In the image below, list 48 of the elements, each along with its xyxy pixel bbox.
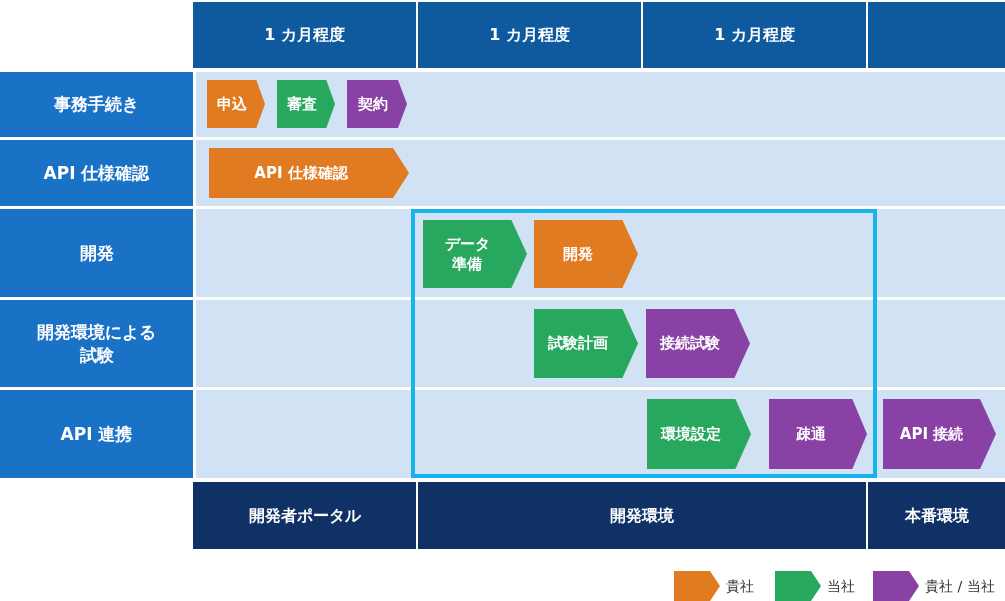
- row-header: [0, 72, 193, 137]
- row-header: [0, 209, 193, 297]
- task-label: 契約: [357, 93, 388, 115]
- task-block: [646, 309, 750, 378]
- header-text: 1 カ月程度: [489, 24, 570, 46]
- column-header: [643, 2, 866, 68]
- task-label: 試験計画: [548, 333, 609, 354]
- task-block: [277, 80, 335, 128]
- environment-label: [193, 482, 416, 549]
- column-header: [193, 2, 416, 68]
- row-header: [0, 300, 193, 387]
- header-text: 開発環境による試験: [36, 320, 157, 367]
- task-block: [769, 399, 867, 469]
- header-text: 開発者ポータル: [248, 504, 361, 527]
- header-text: 本番環境: [904, 504, 969, 527]
- task-block: [534, 220, 638, 288]
- row-header: [0, 140, 193, 206]
- environment-label: [418, 482, 866, 549]
- legend-label: 貴社 / 当社: [925, 577, 995, 596]
- row-header: [0, 390, 193, 478]
- task-label: 開発: [563, 243, 594, 265]
- legend-label: 当社: [827, 577, 855, 596]
- column-header: [418, 2, 641, 68]
- header-text: 1 カ月程度: [264, 24, 345, 46]
- task-label: データ準備: [443, 233, 491, 275]
- header-text: 1 カ月程度: [714, 24, 795, 46]
- header-text: API 連携: [60, 422, 133, 446]
- environment-label: [868, 482, 1005, 549]
- header-text: API 仕様確認: [43, 161, 150, 185]
- legend-label: 貴社: [726, 577, 754, 596]
- header-text: 事務手続き: [54, 93, 139, 116]
- task-block: [207, 80, 265, 128]
- task-block: [423, 220, 527, 288]
- task-block: [883, 399, 996, 469]
- task-label: API 接続: [899, 423, 964, 445]
- task-label: 審査: [286, 93, 317, 115]
- task-block: [534, 309, 638, 378]
- task-label: 接続試験: [660, 333, 721, 354]
- header-text: 開発環境: [610, 504, 674, 527]
- task-label: 申込: [216, 93, 247, 115]
- task-label: 環境設定: [661, 423, 722, 445]
- header-text: 開発: [79, 241, 114, 265]
- task-block: [347, 80, 407, 128]
- task-label: API 仕様確認: [254, 162, 348, 184]
- task-label: 疎通: [795, 423, 826, 445]
- task-block: [647, 399, 751, 469]
- task-block: [209, 148, 409, 198]
- column-header: [868, 2, 1005, 68]
